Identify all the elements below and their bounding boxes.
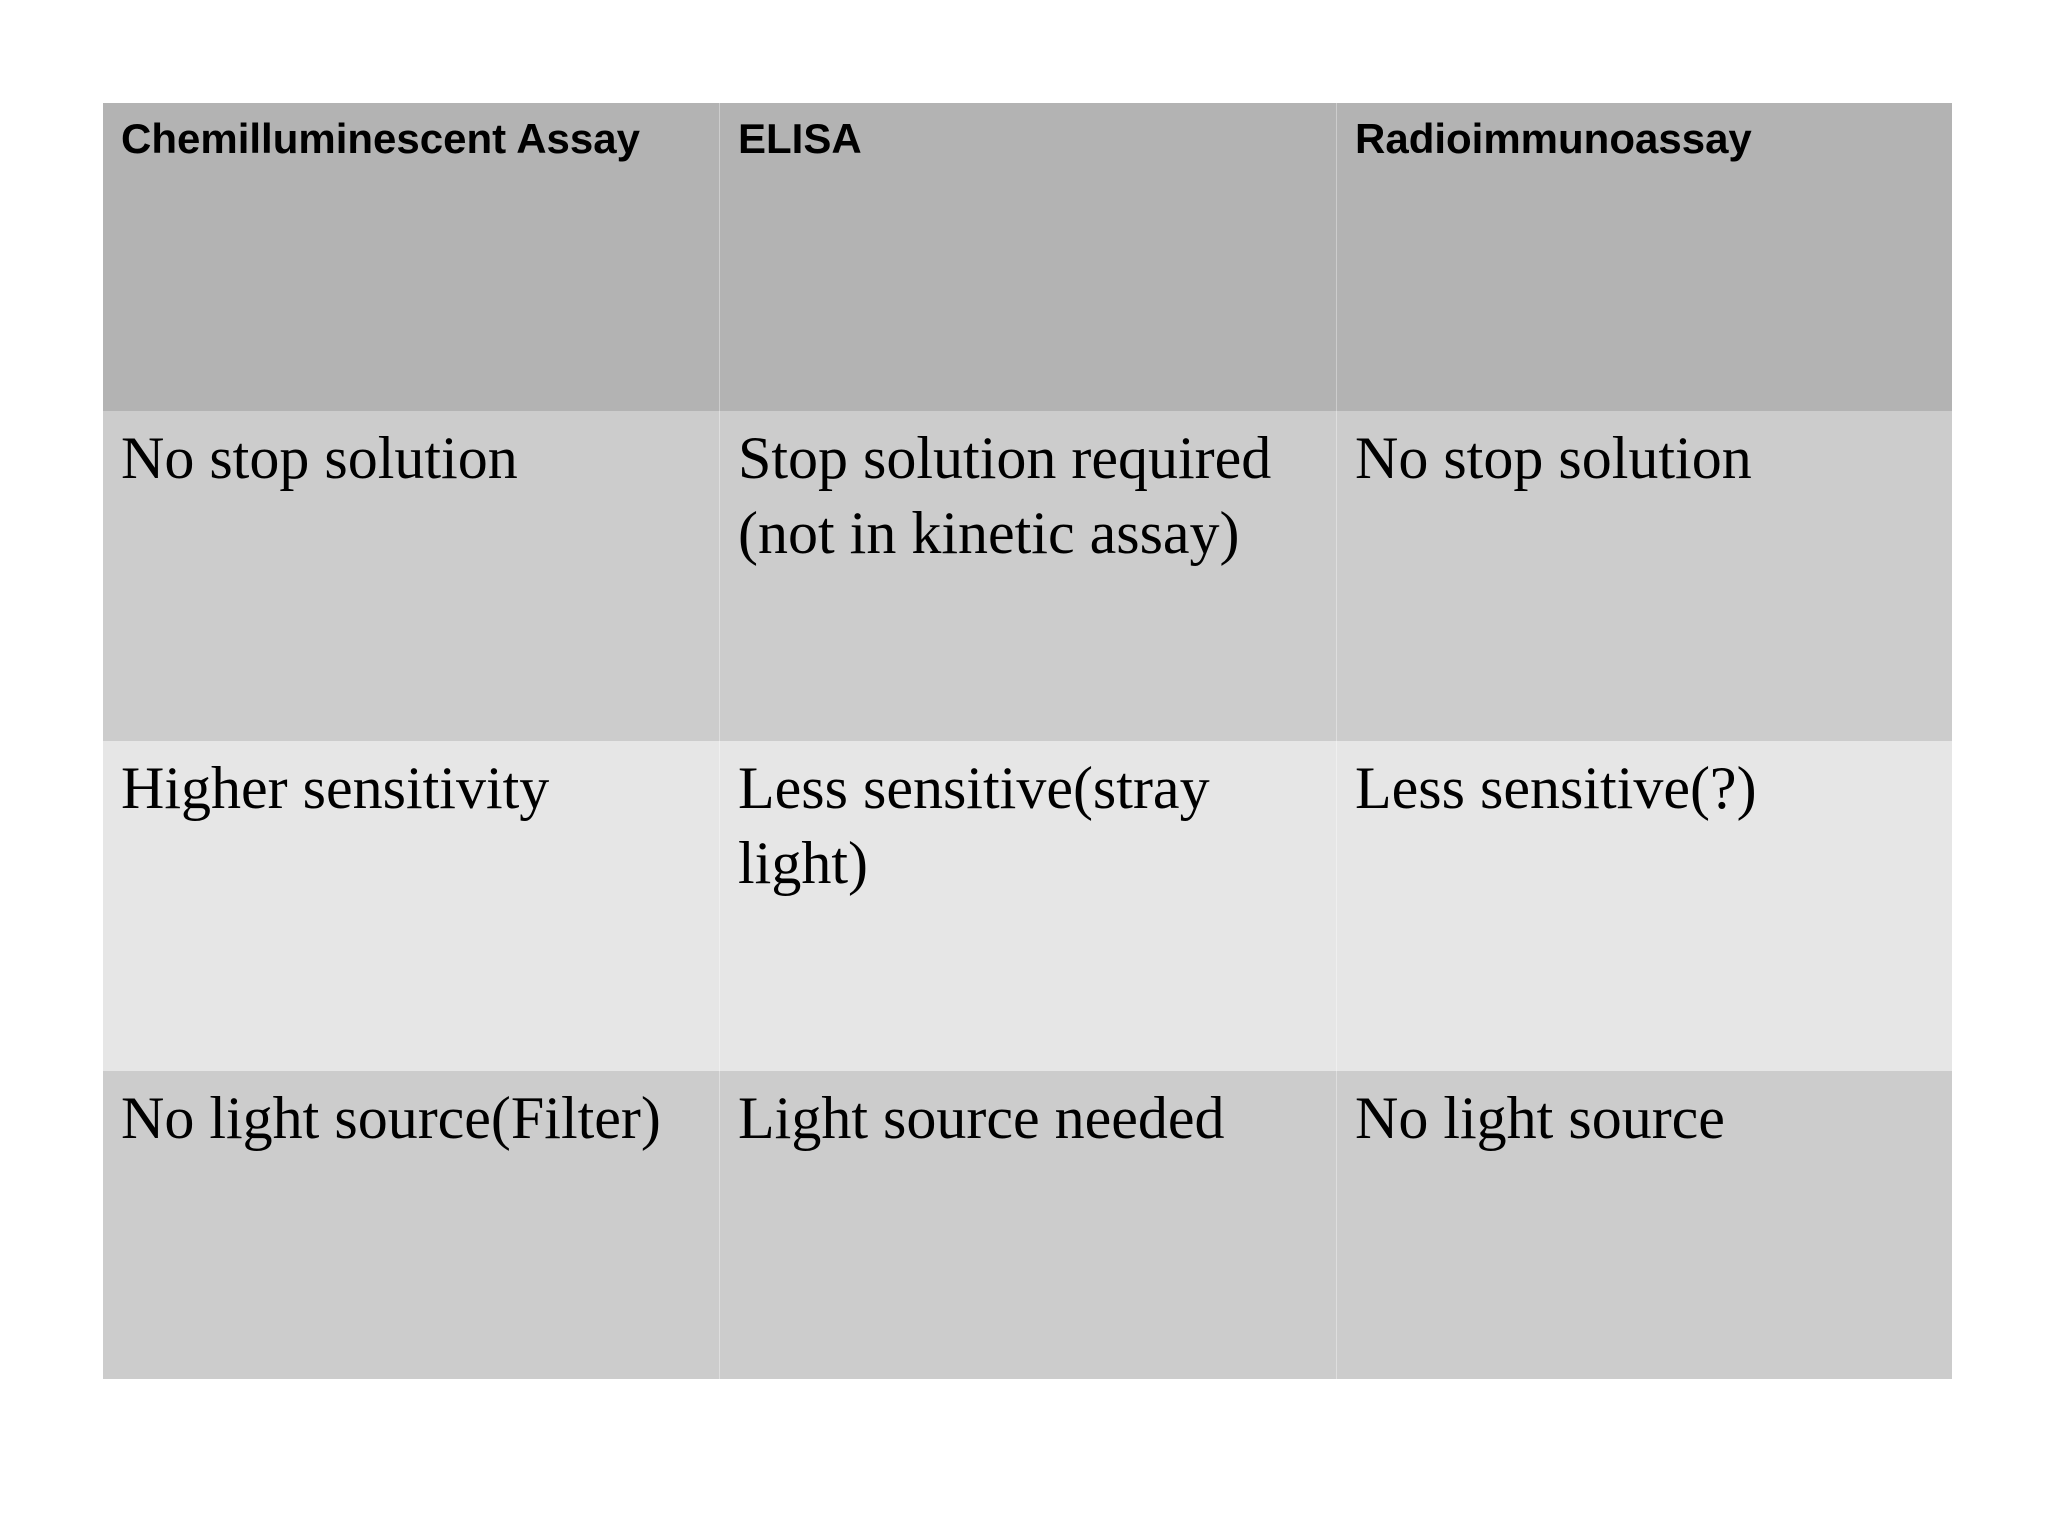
table-cell: Higher sensitivity xyxy=(103,741,719,1071)
table-cell: No stop solution xyxy=(1336,411,1952,741)
header-cell-elisa: ELISA xyxy=(719,103,1336,411)
header-cell-chemiluminescent: Chemilluminescent Assay xyxy=(103,103,719,411)
table-cell: Light source needed xyxy=(719,1071,1336,1379)
table-cell: No stop solution xyxy=(103,411,719,741)
header-cell-radioimmunoassay: Radioimmunoassay xyxy=(1336,103,1952,411)
table-cell: No light source(Filter) xyxy=(103,1071,719,1379)
comparison-table: Chemilluminescent Assay ELISA Radioimmun… xyxy=(103,103,1952,1379)
table-cell: No light source xyxy=(1336,1071,1952,1379)
table-cell: Stop solution required (not in kinetic a… xyxy=(719,411,1336,741)
table-cell: Less sensitive(stray light) xyxy=(719,741,1336,1071)
table-cell: Less sensitive(?) xyxy=(1336,741,1952,1071)
